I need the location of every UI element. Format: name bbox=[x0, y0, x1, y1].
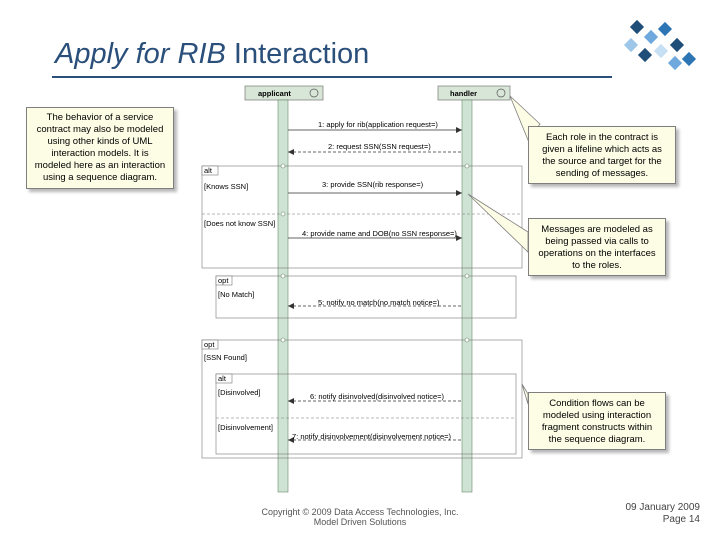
callout-messages-pointer bbox=[467, 193, 529, 253]
callout-messages-line: being passed via calls to bbox=[545, 236, 649, 247]
callout-flows-line: modeled using interaction bbox=[542, 410, 652, 421]
lifeline-handler bbox=[461, 99, 473, 493]
alt2-label: alt bbox=[218, 374, 227, 383]
callout-roles: Each role in the contract is given a lif… bbox=[528, 126, 676, 184]
callout-messages: Messages are modeled as being passed via… bbox=[528, 218, 666, 276]
footer-date: 09 January 2009 bbox=[625, 502, 700, 513]
guard-no-match: [No Match] bbox=[218, 290, 254, 299]
callout-roles-line: given a lifeline which acts as bbox=[542, 144, 662, 155]
callout-behavior-line: using other kinds of UML bbox=[47, 136, 153, 147]
guard-ssn-found: [SSN Found] bbox=[204, 353, 247, 362]
callout-flows-line: the sequence diagram. bbox=[548, 434, 646, 445]
alt-fragment-disinvolved bbox=[215, 373, 517, 455]
callout-roles-line: sending of messages. bbox=[555, 168, 649, 179]
footer-copyright-block: Copyright © 2009 Data Access Technologie… bbox=[240, 507, 480, 527]
opt-fragment-found bbox=[201, 339, 523, 459]
opt2-label: opt bbox=[204, 340, 215, 349]
lifeline-applicant-label: applicant bbox=[258, 89, 291, 98]
guard-known-ssn: [Knows SSN] bbox=[204, 182, 248, 191]
slide-title-rest: Interaction bbox=[225, 38, 370, 70]
footer-org: Model Driven Solutions bbox=[313, 517, 407, 527]
message-4: 4: provide name and DOB(no SSN response=… bbox=[302, 229, 457, 238]
guard-unknown-ssn: [Does not know SSN] bbox=[204, 219, 275, 228]
guard-disinvolvement: [Disinvolvement] bbox=[218, 423, 273, 432]
title-underline bbox=[52, 76, 612, 78]
opt-fragment-nomatch bbox=[215, 275, 517, 319]
message-1: 1: apply for rib(application request=) bbox=[318, 120, 438, 129]
callout-messages-line: Messages are modeled as bbox=[541, 224, 653, 235]
callout-roles-line: Each role in the contract is bbox=[546, 132, 658, 143]
callout-messages-line: operations on the interfaces bbox=[538, 248, 656, 259]
message-5: 5: notify no match(no match notice=) bbox=[318, 298, 440, 307]
guard-disinvolved: [Disinvolved] bbox=[218, 388, 261, 397]
callout-behavior-line: interaction models. It is bbox=[51, 148, 149, 159]
opt1-label: opt bbox=[218, 276, 229, 285]
company-logo-icon bbox=[623, 19, 697, 71]
slide-title-italic: Apply for RIB bbox=[55, 38, 226, 70]
footer-date-block: 09 January 2009 Page 14 bbox=[600, 502, 700, 526]
lifeline-applicant bbox=[277, 99, 289, 493]
callout-behavior-line: using a sequence diagram. bbox=[42, 172, 158, 183]
alt1-label: alt bbox=[204, 166, 213, 175]
message-6: 6: notify disinvolved(disinvolved notice… bbox=[310, 392, 445, 401]
callout-flows-line: fragment constructs within bbox=[541, 422, 653, 433]
message-7: 7: notify disinvolvement(disinvolvement … bbox=[292, 432, 452, 441]
callout-behavior: The behavior of a service contract may a… bbox=[26, 107, 174, 189]
callout-behavior-line: The behavior of a service bbox=[46, 112, 154, 123]
slide-title: Apply for RIB Interaction bbox=[55, 38, 369, 71]
callout-roles-line: the source and target for the bbox=[542, 156, 662, 167]
lifeline-handler-label: handler bbox=[450, 89, 477, 98]
callout-flows: Condition flows can be modeled using int… bbox=[528, 392, 666, 450]
footer-copyright: Copyright © 2009 Data Access Technologie… bbox=[261, 507, 459, 517]
message-2: 2: request SSN(SSN request=) bbox=[328, 142, 431, 151]
footer-page: Page 14 bbox=[662, 514, 700, 525]
callout-flows-line: Condition flows can be bbox=[549, 398, 645, 409]
callout-messages-line: to the roles. bbox=[572, 260, 622, 271]
callout-behavior-line: contract may also be modeled bbox=[36, 124, 164, 135]
alt-fragment-ssn bbox=[201, 165, 523, 269]
message-3: 3: provide SSN(rib response=) bbox=[322, 180, 424, 189]
callout-behavior-line: modeled here as an interaction bbox=[34, 160, 166, 171]
